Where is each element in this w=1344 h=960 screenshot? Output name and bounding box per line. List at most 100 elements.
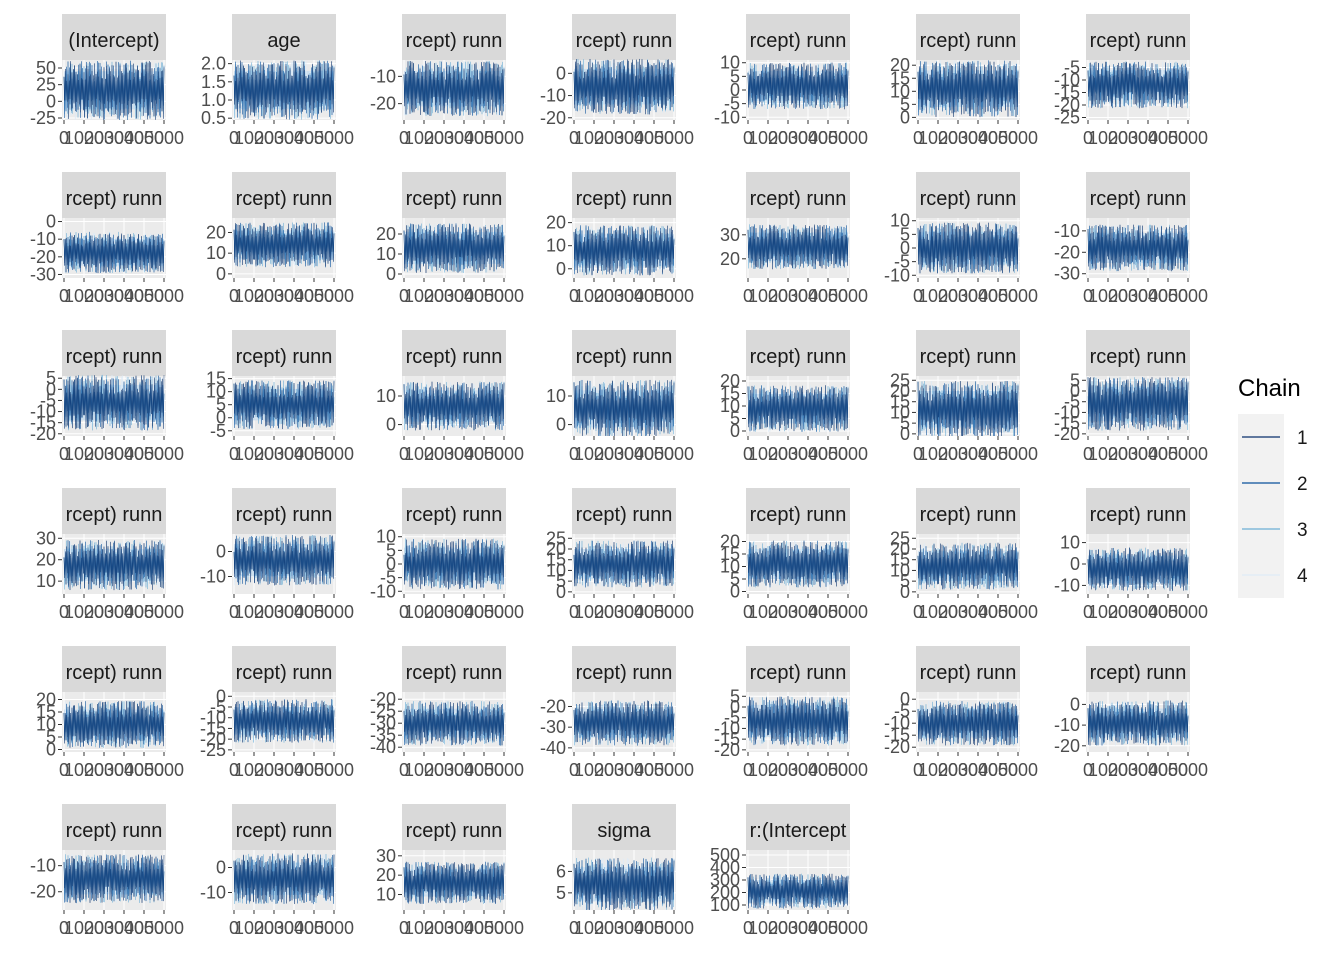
y-tick-label: 0 — [386, 264, 396, 284]
x-tick-label: 4000 — [294, 918, 334, 938]
x-tick-label: 5000 — [144, 602, 184, 622]
facet-strip-label: rcept) runn — [920, 504, 1017, 526]
chain-1-trace — [917, 222, 1019, 274]
chain-1-trace — [233, 853, 335, 905]
y-tick-label: -10 — [714, 718, 740, 738]
y-tick-label: 25 — [890, 370, 910, 390]
facet-strip — [916, 330, 1020, 376]
x-tick-label: 4000 — [634, 128, 674, 148]
x-tick-label: 1000 — [748, 602, 788, 622]
y-tick-label: -10 — [200, 708, 226, 728]
y-tick-label: 10 — [720, 53, 740, 73]
x-tick-label: 0 — [743, 444, 753, 464]
y-tick-label: 0 — [900, 689, 910, 709]
x-tick-label: 4000 — [124, 918, 164, 938]
y-tick-label: 0 — [900, 582, 910, 602]
y-tick-label: 50 — [36, 58, 56, 78]
x-tick-label: 1000 — [748, 128, 788, 148]
facet-strip — [62, 646, 166, 692]
x-tick-label: 4000 — [808, 760, 848, 780]
y-tick-label: 20 — [720, 249, 740, 269]
x-tick-label: 2000 — [1108, 602, 1148, 622]
x-tick-label: 4000 — [808, 444, 848, 464]
y-tick-label: 20 — [890, 55, 910, 75]
x-tick-label: 5000 — [484, 602, 524, 622]
facet-panel: rcept) runn05101520250100020003000400050… — [890, 330, 1038, 464]
y-tick-label: -5 — [894, 252, 910, 272]
x-tick-label: 4000 — [1148, 286, 1188, 306]
y-tick-label: 0 — [900, 107, 910, 127]
x-tick-label: 5000 — [314, 286, 354, 306]
x-tick-label: 4000 — [124, 444, 164, 464]
x-tick-label: 5000 — [1168, 444, 1208, 464]
x-tick-label: 2000 — [254, 602, 294, 622]
y-tick-label: -15 — [1054, 413, 1080, 433]
facet-strip-label: rcept) runn — [406, 188, 503, 210]
facet-strip — [1086, 14, 1190, 60]
x-tick-label: 5000 — [998, 760, 1038, 780]
y-tick-label: 0 — [386, 554, 396, 574]
y-tick-label: -10 — [370, 66, 396, 86]
x-tick-label: 5000 — [828, 444, 868, 464]
y-tick-label: 0 — [46, 212, 56, 232]
x-tick-label: 3000 — [104, 444, 144, 464]
chain-1-trace — [233, 535, 335, 586]
x-tick-label: 3000 — [788, 286, 828, 306]
y-tick-label: 5 — [556, 571, 566, 591]
facet-strip — [402, 14, 506, 60]
y-tick-label: -25 — [1054, 108, 1080, 128]
x-tick-label: 3000 — [958, 602, 998, 622]
facet-strip — [62, 172, 166, 218]
x-tick-label: 2000 — [938, 128, 978, 148]
y-tick-label: 20 — [720, 532, 740, 552]
x-tick-label: 4000 — [634, 918, 674, 938]
y-tick-label: -10 — [884, 265, 910, 285]
x-tick-label: 5000 — [144, 918, 184, 938]
x-tick-label: 0 — [229, 602, 239, 622]
x-tick-label: 3000 — [104, 918, 144, 938]
facet-strip-label: rcept) runn — [66, 504, 163, 526]
x-tick-label: 0 — [399, 128, 409, 148]
y-tick-label: 0 — [1070, 694, 1080, 714]
facet-panel: rcept) runn-10-5051001000200030004000500… — [714, 14, 868, 148]
y-tick-label: 10 — [546, 236, 566, 256]
x-tick-label: 4000 — [634, 760, 674, 780]
x-tick-label: 4000 — [1148, 444, 1188, 464]
y-tick-label: -30 — [370, 713, 396, 733]
facet-panel: rcept) runn-20-15-10-5050100020003000400… — [30, 330, 184, 464]
x-tick-label: 3000 — [274, 918, 314, 938]
facet-strip — [402, 804, 506, 850]
chain-1-trace — [63, 375, 165, 431]
facet-panel: rcept) runn-30-20-1000100020003000400050… — [30, 172, 184, 306]
y-tick-label: -5 — [380, 568, 396, 588]
x-tick-label: 3000 — [958, 128, 998, 148]
x-tick-label: 4000 — [978, 286, 1018, 306]
facet-panel: rcept) runn-20-15-10-5001000200030004000… — [884, 646, 1038, 780]
y-tick-label: -10 — [540, 86, 566, 106]
x-tick-label: 0 — [913, 602, 923, 622]
facet-strip-label: rcept) runn — [66, 188, 163, 210]
y-tick-label: 30 — [720, 225, 740, 245]
facet-strip-label: (Intercept) — [68, 30, 159, 52]
chain-1-trace — [573, 225, 675, 276]
facet-strip-label: rcept) runn — [576, 504, 673, 526]
x-tick-label: 1000 — [64, 286, 104, 306]
x-tick-label: 1000 — [748, 760, 788, 780]
y-tick-label: 20 — [720, 371, 740, 391]
y-tick-label: 0 — [730, 421, 740, 441]
y-tick-label: -5 — [210, 697, 226, 717]
x-tick-label: 3000 — [614, 602, 654, 622]
x-tick-label: 2000 — [768, 602, 808, 622]
y-tick-label: -20 — [30, 247, 56, 267]
x-tick-label: 0 — [569, 602, 579, 622]
y-tick-label: 25 — [890, 528, 910, 548]
facet-strip-label: rcept) runn — [576, 30, 673, 52]
legend-label: 4 — [1297, 566, 1308, 587]
x-tick-label: 4000 — [124, 602, 164, 622]
chain-1-trace — [63, 701, 165, 748]
y-tick-label: 20 — [890, 539, 910, 559]
y-tick-label: -10 — [714, 107, 740, 127]
facet-strip — [62, 330, 166, 376]
